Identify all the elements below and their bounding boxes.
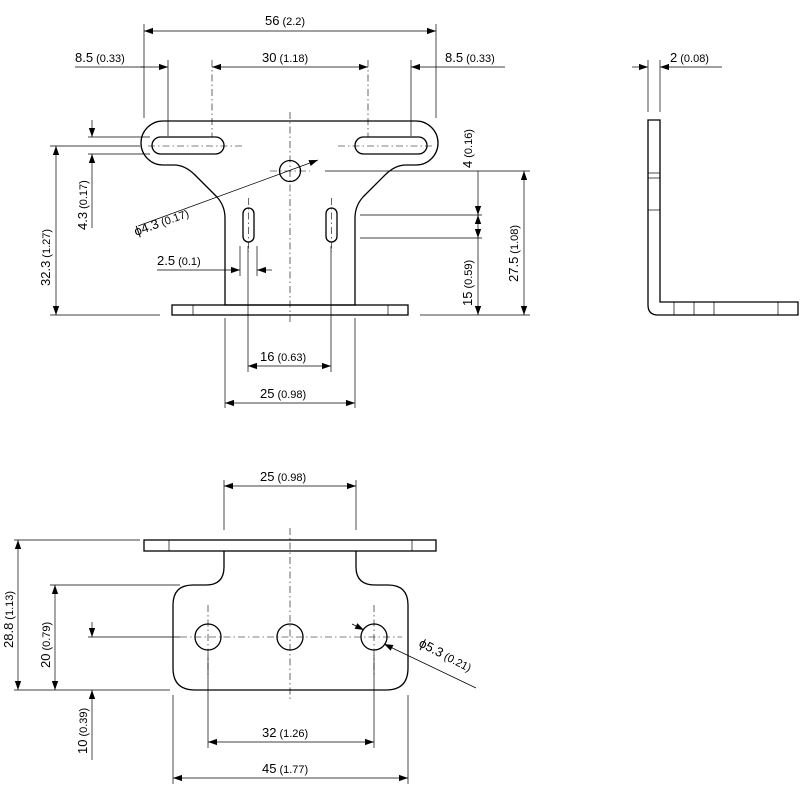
dim-overall-height: 32.3(1.27) xyxy=(38,229,53,286)
dim-left-slot-offset: 8.5(0.33) xyxy=(75,50,125,65)
front-view: 56(2.2) 8.5(0.33) 30(1.18) 8.5(0.33) ϕ4.… xyxy=(38,13,530,408)
dim-bottom-plate-height: 20(0.79) xyxy=(38,622,53,668)
dim-inner-spacing: 16(0.63) xyxy=(260,349,306,364)
dim-bottom-overall-height: 28.8(1.13) xyxy=(1,591,16,648)
dim-thickness: 2(0.08) xyxy=(670,50,709,65)
dim-slot-width: 4.3(0.17) xyxy=(75,180,90,230)
dim-slot-length: 15(0.59) xyxy=(460,260,475,306)
right-mounting-slot xyxy=(354,136,428,155)
front-dimension-lines xyxy=(52,27,528,407)
dim-overall-width: 56(2.2) xyxy=(265,13,305,28)
front-extension-lines xyxy=(50,24,530,408)
dim-hole-offset: 4(0.16) xyxy=(460,129,475,168)
dim-right-slot-offset: 8.5(0.33) xyxy=(445,50,495,65)
dim-neck-width: 25(0.98) xyxy=(260,386,306,401)
bottom-plate-outline xyxy=(172,551,409,691)
bottom-top-flange xyxy=(143,539,437,552)
dim-small-slot-width: 2.5(0.1) xyxy=(157,253,201,268)
dim-bottom-hole-diameter: ϕ5.3(0.21) xyxy=(417,635,475,674)
left-mounting-slot xyxy=(151,136,225,155)
dim-bottom-hole-spacing: 32(1.26) xyxy=(262,725,308,740)
side-view-outline xyxy=(647,119,799,316)
dim-bottom-hole-height: 10(0.39) xyxy=(75,708,90,754)
side-view: 2(0.08) xyxy=(632,50,799,316)
dim-top-hole-diameter: ϕ4.3(0.17) xyxy=(132,205,191,239)
dim-slot-spacing: 30(1.18) xyxy=(262,50,308,65)
dim-bottom-plate-width: 45(1.77) xyxy=(262,761,308,776)
bottom-dimension-lines xyxy=(14,482,477,782)
bottom-extension-lines xyxy=(14,480,409,784)
dim-center-height: 27.5(1.08) xyxy=(506,225,521,282)
bottom-view: 25(0.98) 28.8(1.13) 20(0.79) 10(0.39) ϕ5… xyxy=(1,469,477,784)
dim-bottom-neck-width: 25(0.98) xyxy=(260,469,306,484)
